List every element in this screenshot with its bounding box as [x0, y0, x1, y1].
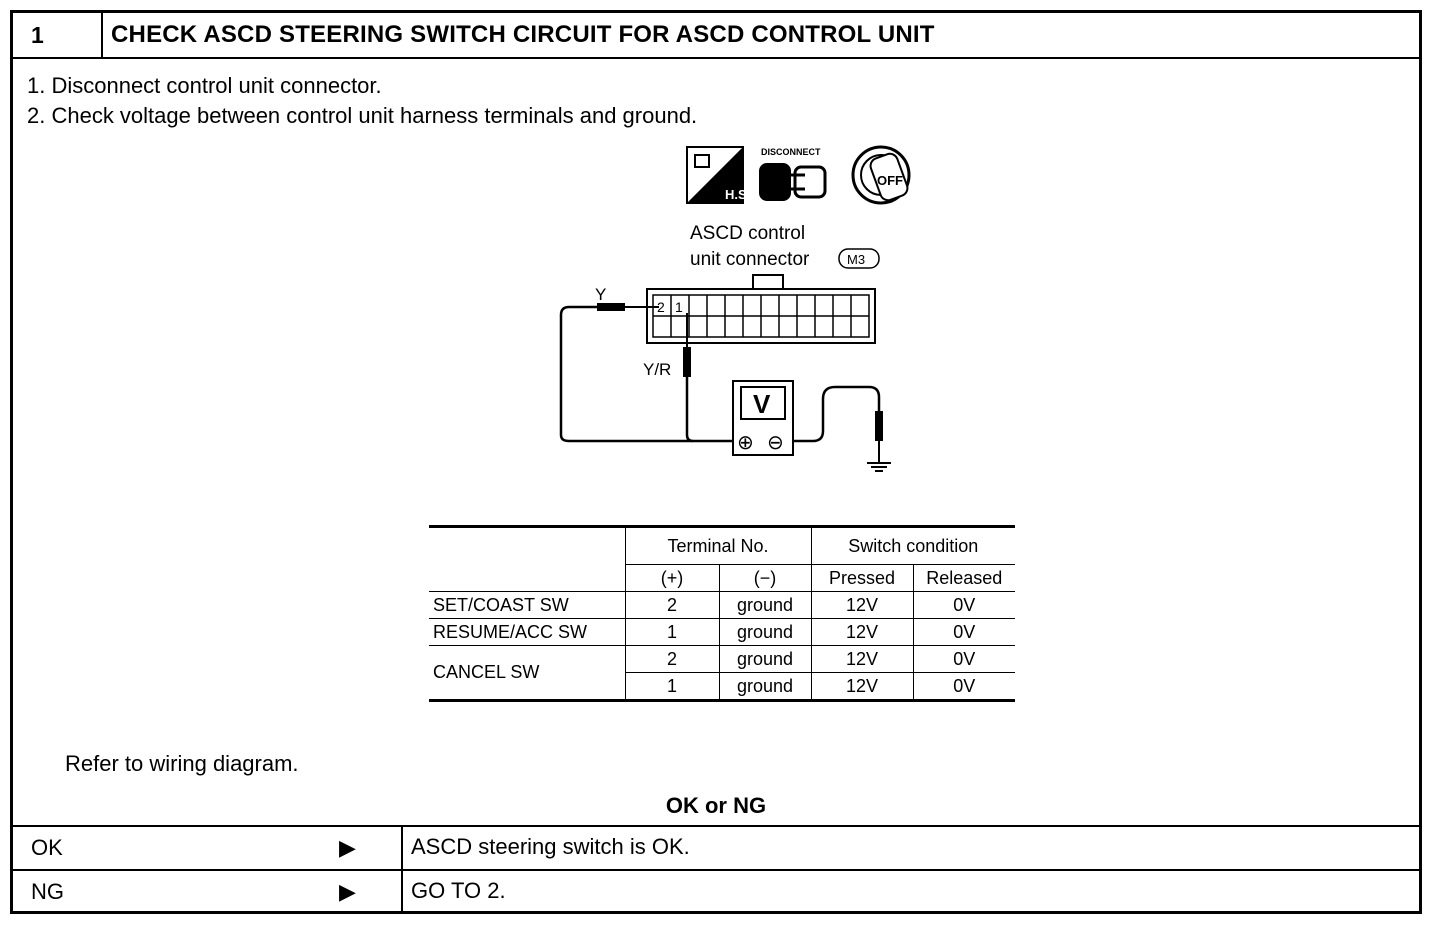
voltmeter: V ⊕ ⊖	[732, 380, 794, 456]
minus-terminal: ground	[718, 645, 811, 673]
harness-side-icon: H.S.	[686, 146, 750, 204]
result-value: ASCD steering switch is OK.	[401, 827, 690, 869]
voltage-table: Terminal No. Switch condition (+) (−) Pr…	[429, 525, 1015, 702]
arrow-right-icon: ▶	[339, 835, 356, 860]
released-header: Released	[912, 564, 1015, 592]
result-row-ok: OK ▶ ASCD steering switch is OK.	[13, 825, 1419, 869]
procedure-title: CHECK ASCD STEERING SWITCH CIRCUIT FOR A…	[111, 21, 935, 48]
result-key: OK	[31, 835, 63, 860]
released-voltage: 0V	[912, 591, 1015, 619]
meter-minus-terminal: ⊖	[767, 430, 784, 454]
disconnect-icon-text: DISCONNECT	[761, 147, 821, 157]
released-voltage: 0V	[912, 618, 1015, 646]
plus-terminal: 2	[624, 591, 719, 619]
pin-2-label: 2	[657, 299, 665, 315]
refer-note: Refer to wiring diagram.	[65, 751, 299, 776]
voltmeter-letter: V	[753, 389, 771, 419]
minus-terminal: ground	[718, 618, 811, 646]
switch-label: CANCEL SW	[429, 645, 625, 702]
plus-terminal: 1	[624, 672, 719, 702]
pressed-voltage: 12V	[810, 591, 913, 619]
minus-header: (−)	[718, 564, 811, 592]
pressed-voltage: 12V	[810, 618, 913, 646]
connector-id: M3	[847, 252, 865, 267]
result-row-ng: NG ▶ GO TO 2.	[13, 869, 1419, 913]
table-row: SET/COAST SW 2 ground 12V 0V	[429, 591, 1015, 619]
connector-body: 2 1	[646, 274, 876, 344]
connector-label-line1: ASCD control	[690, 223, 805, 244]
pressed-voltage: 12V	[810, 645, 913, 673]
result-key: NG	[31, 879, 64, 904]
plus-terminal: 1	[624, 618, 719, 646]
wire-y-label: Y	[595, 285, 606, 304]
switch-label: SET/COAST SW	[429, 591, 625, 619]
table-row: RESUME/ACC SW 1 ground 12V 0V	[429, 618, 1015, 646]
procedure-header: 1 CHECK ASCD STEERING SWITCH CIRCUIT FOR…	[13, 13, 1419, 59]
wiring: Y Y/R	[559, 285, 891, 472]
ignition-off-icon: OFF	[851, 145, 911, 205]
plus-header: (+)	[624, 564, 719, 592]
table-row: CANCEL SW 2 ground 12V 0V	[429, 645, 1015, 702]
switch-label: RESUME/ACC SW	[429, 618, 625, 646]
terminal-no-header: Terminal No.	[624, 525, 811, 565]
procedure-frame: 1 CHECK ASCD STEERING SWITCH CIRCUIT FOR…	[10, 10, 1422, 914]
step-number: 1	[13, 13, 103, 57]
wiring-diagram: H.S. DISCONNECT OFF ASCD control unit co…	[559, 145, 911, 472]
connector-id-badge	[838, 248, 880, 269]
pressed-voltage: 12V	[810, 672, 913, 702]
meter-plus-terminal: ⊕	[737, 430, 754, 454]
switch-condition-header: Switch condition	[810, 525, 1015, 565]
pin-1-label: 1	[675, 299, 683, 315]
wire-yr-label: Y/R	[643, 360, 671, 379]
arrow-right-icon: ▶	[339, 879, 356, 904]
minus-terminal: ground	[718, 672, 811, 702]
instruction-step-1: 1. Disconnect control unit connector.	[27, 73, 382, 98]
connector-label-line2: unit connector	[690, 249, 810, 270]
instruction-step-2: 2. Check voltage between control unit ha…	[27, 103, 698, 128]
plus-terminal: 2	[624, 645, 719, 673]
released-voltage: 0V	[912, 645, 1015, 673]
key-off-text: OFF	[877, 173, 903, 188]
pressed-header: Pressed	[810, 564, 913, 592]
minus-terminal: ground	[718, 591, 811, 619]
table-row: 1 ground 12V 0V	[429, 672, 1015, 702]
ok-or-ng-heading: OK or NG	[665, 793, 767, 818]
result-value: GO TO 2.	[401, 871, 506, 913]
hs-icon-text: H.S.	[725, 187, 750, 202]
disconnect-icon: DISCONNECT	[759, 147, 827, 201]
released-voltage: 0V	[912, 672, 1015, 702]
